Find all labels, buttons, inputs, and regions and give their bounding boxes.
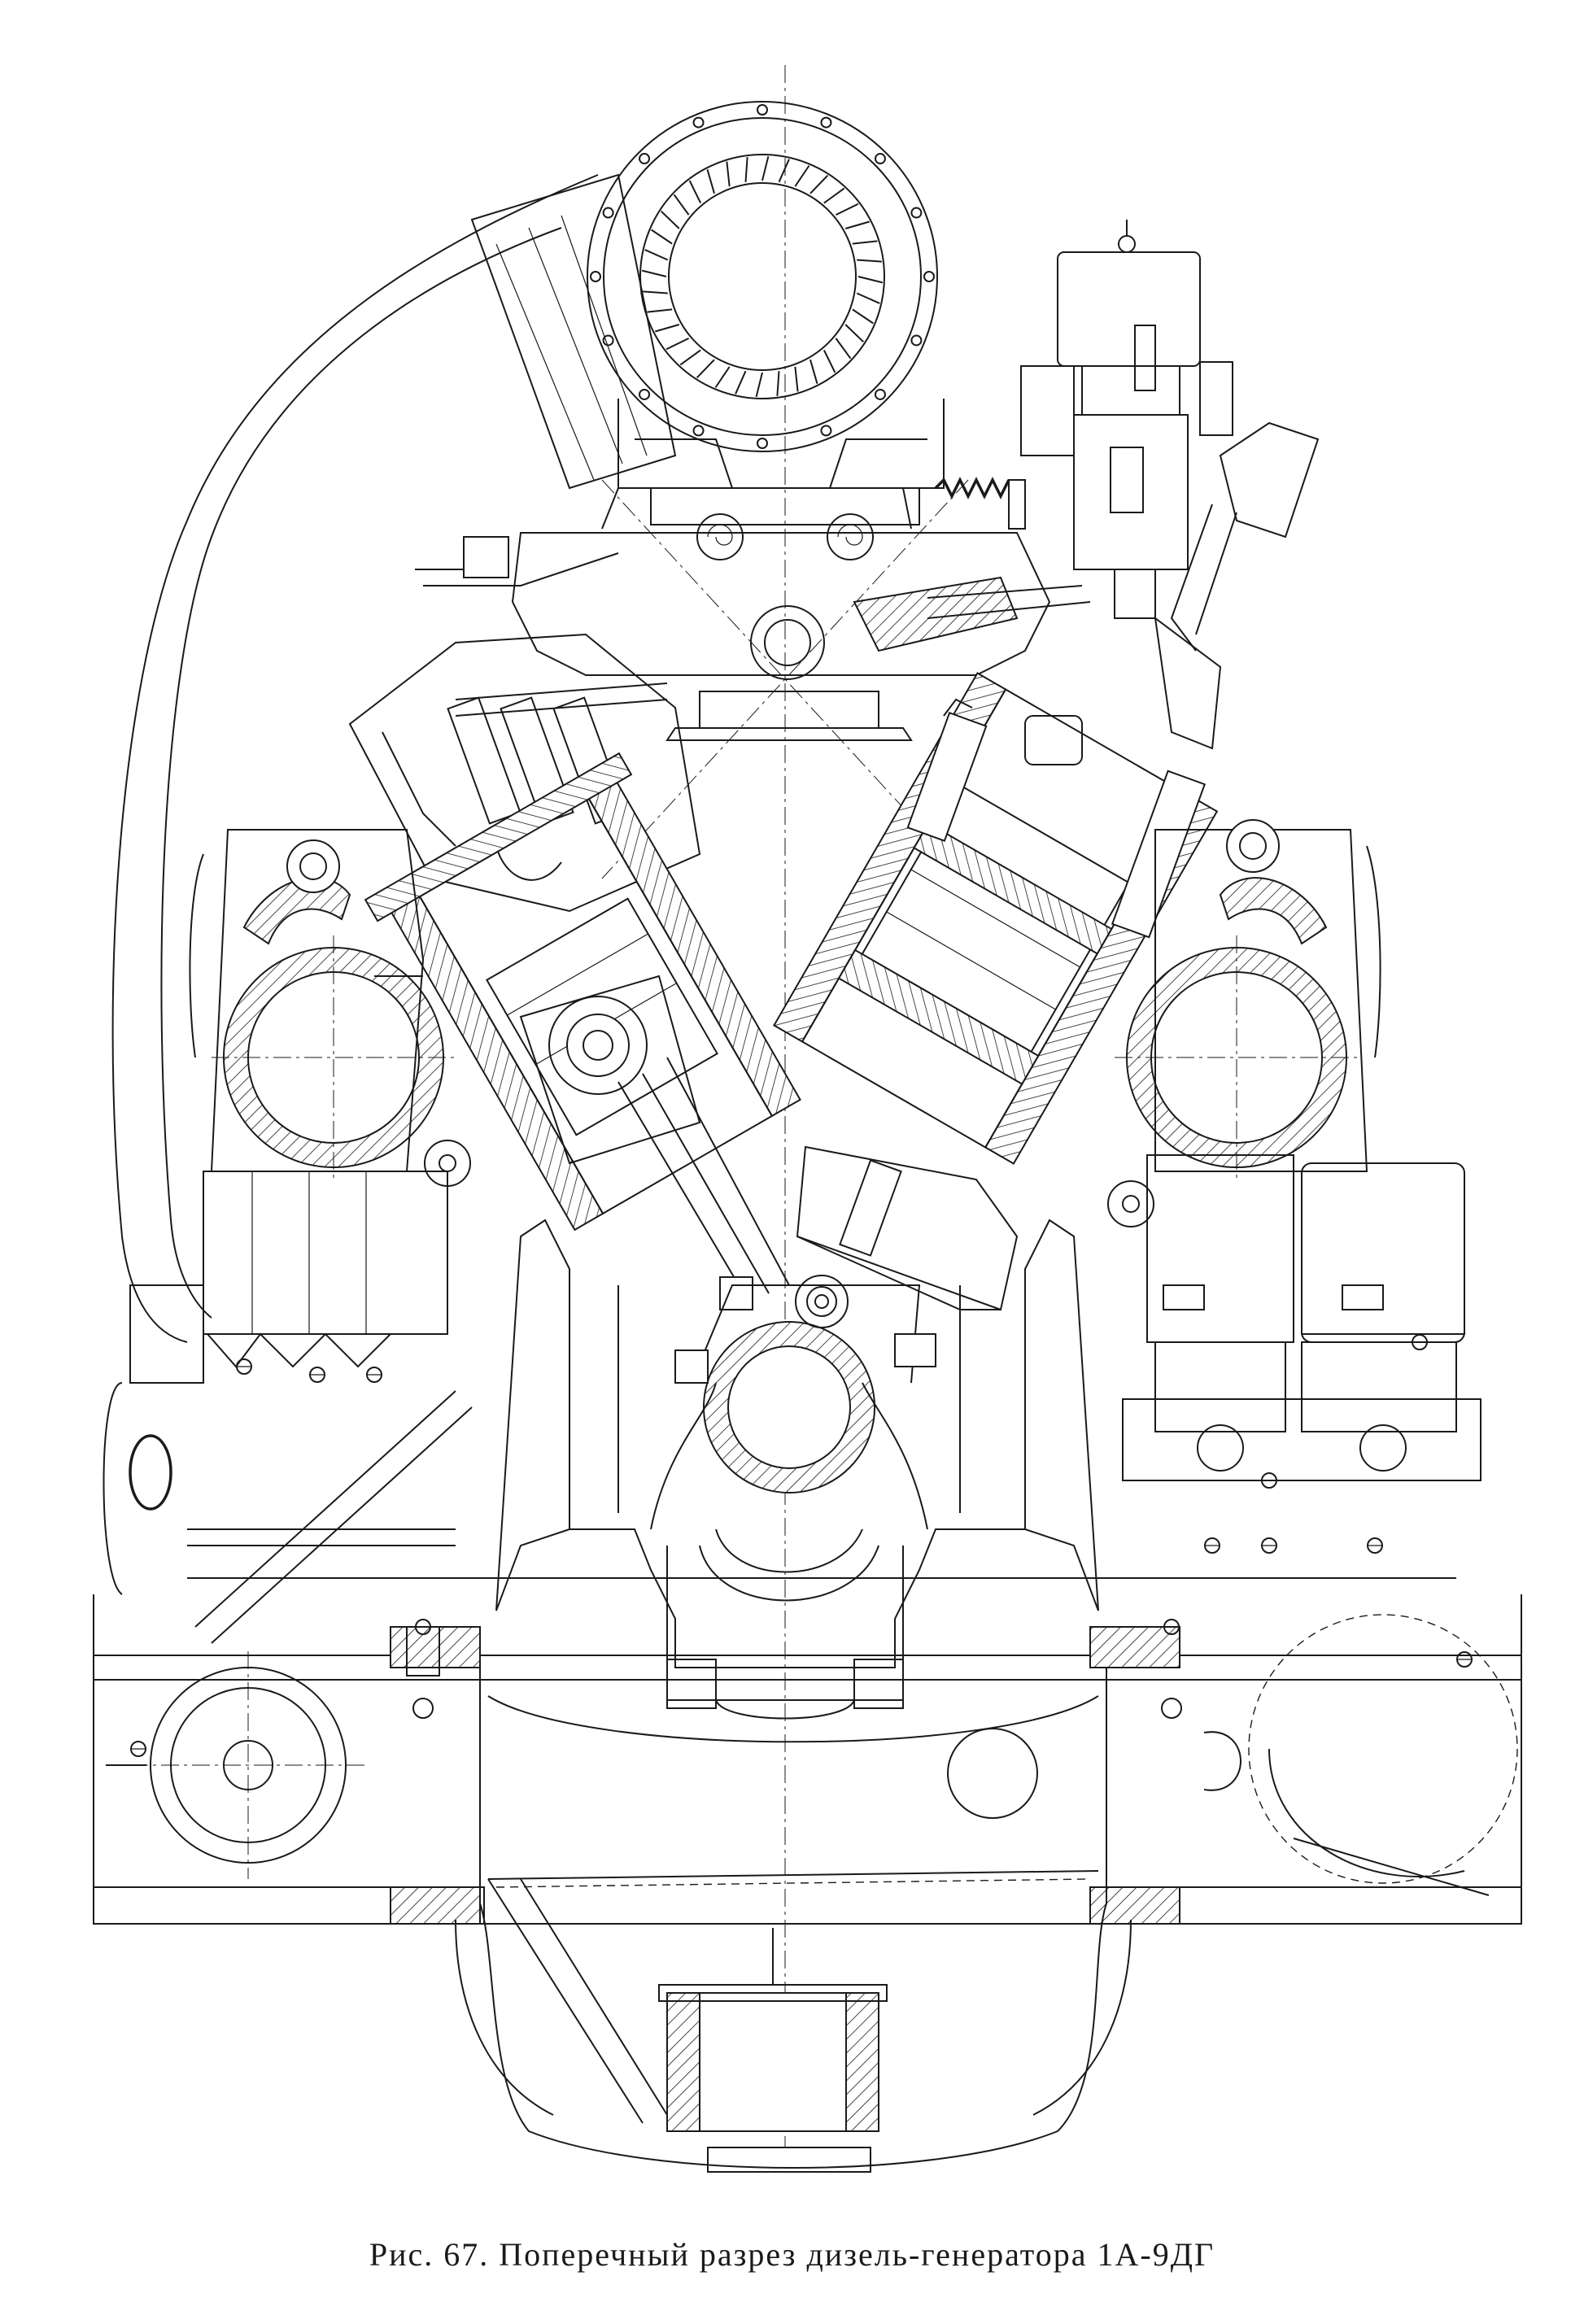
fan-blade [697,360,714,377]
fan-blade [857,260,882,262]
right-accessory-housing [1204,1615,1517,1895]
main-bearing-cap [667,1546,903,1719]
left-pulley [106,1651,366,1879]
flange-bolt [875,390,885,399]
crankshaft [651,1275,936,1601]
fan-blades [642,156,883,397]
fan-blade [795,367,797,392]
fan-blade [674,194,689,215]
fan-blade [655,325,679,332]
fan-blade [858,277,883,282]
governor-unit [1021,220,1318,748]
fan-blade [857,293,879,303]
fan-blade [853,241,878,243]
flange-bolt [694,118,704,128]
flange-bolt [924,272,934,281]
base-frame [94,1578,1521,1924]
right-piston [797,1147,1017,1310]
flange-bolt [911,208,921,218]
fan-blade [666,338,689,349]
fan-blade [777,371,779,396]
flange-bolt [639,154,649,164]
right-exhaust-manifold [1115,820,1381,1179]
air-intake-duct [113,175,675,1342]
blower-fan-housing [587,102,944,525]
flange-bolt [757,105,767,115]
fan-blade [648,309,673,312]
fan-blade [707,169,714,194]
fan-blade [762,156,768,181]
fan-blade [853,309,873,323]
fan-blade [795,166,809,186]
fan-blade [746,157,748,182]
fan-blade [680,350,700,364]
fan-blade [779,159,788,182]
fan-blade [690,181,700,203]
flange-bolt [757,438,767,448]
bolts [131,1335,1472,1756]
fan-blade [652,229,672,243]
fan-blade [836,338,850,359]
flange-bolts [591,105,934,448]
flange-bolt [604,208,613,218]
fan-blade [643,291,668,293]
flange-bolt [694,425,704,435]
fan-blade [810,360,818,384]
fan-blade [661,211,679,229]
fan-blade [727,162,729,187]
fan-blade [836,204,858,215]
fan-blade [824,350,835,373]
engine-cross-section-drawing [0,0,1584,2213]
flange-bolt [911,335,921,345]
fan-blade [810,176,827,194]
flange-bolt [821,118,831,128]
right-injector [908,700,1205,937]
flange-bolt [604,335,613,345]
fan-blade [845,325,863,342]
fan-blade [845,221,870,229]
flange-bolt [591,272,600,281]
fan-blade [642,271,666,277]
crankcase [496,1220,1098,1668]
oil-sump [456,1668,1131,2172]
flange-bolt [821,425,831,435]
figure-caption: Рис. 67. Поперечный разрез дизель-генера… [369,2236,1215,2273]
right-filters [1108,1155,1481,1480]
left-exhaust-manifold [190,830,456,1179]
fan-blade [757,373,762,397]
flange-bolt [639,390,649,399]
fan-blade [715,367,729,387]
fan-blade [824,189,844,203]
left-oil-filters [104,1140,473,1643]
fan-blade [645,250,668,259]
left-piston-connecting-rod [521,976,789,1310]
fan-blade [735,371,745,394]
flange-bolt [875,154,885,164]
